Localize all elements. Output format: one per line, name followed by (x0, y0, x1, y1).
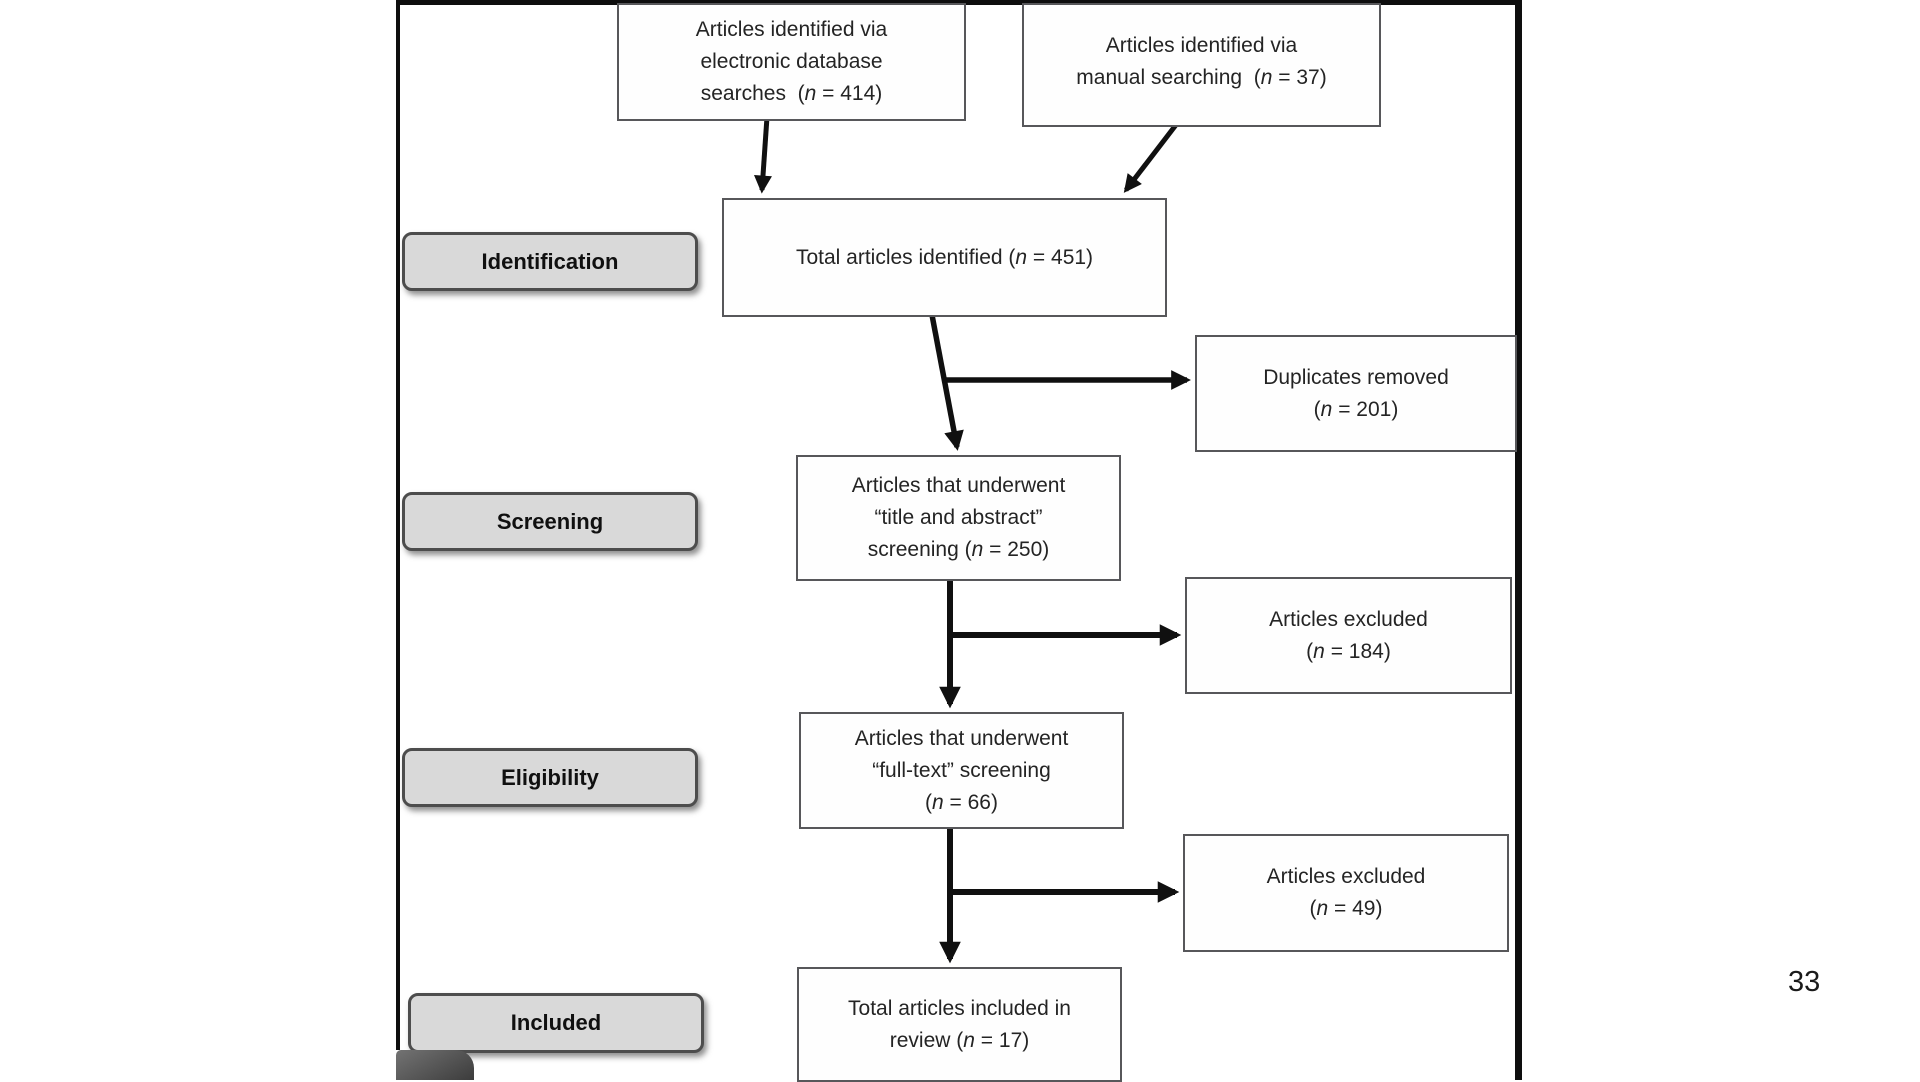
node-fulltext-screening: Articles that underwent “full-text” scree… (799, 712, 1124, 829)
node-title-abstract-screening: Articles that underwent “title and abstra… (796, 455, 1121, 581)
box-text-line: Articles identified via (1105, 34, 1298, 57)
diagram-border-right (1515, 0, 1522, 1080)
box-text-line: Articles identified via (695, 18, 888, 41)
arrow-db-to-total (754, 116, 772, 194)
slide-corner-decoration (396, 1050, 474, 1080)
stage-label-eligibility: Eligibility (402, 748, 698, 807)
box-text-line: Duplicates removed (1263, 365, 1449, 389)
box-text-line: (n = 66) (925, 790, 998, 814)
box-text-line: Total articles included in (848, 996, 1071, 1020)
diagram-border-top (396, 0, 1522, 5)
box-text-line: Articles that underwent (851, 474, 1066, 497)
box-text-line: (n = 201) (1313, 397, 1399, 421)
diagram-border-left (396, 0, 400, 1050)
node-manual-search: Articles identified via manual searching … (1022, 3, 1381, 127)
box-text-line: (n = 49) (1309, 897, 1383, 920)
stage-label-identification: Identification (402, 232, 698, 291)
box-text-line: review (n = 17) (889, 1028, 1030, 1052)
stage-label-included: Included (408, 993, 704, 1053)
arrow-total-to-screening (929, 314, 964, 451)
box-text-line: Articles excluded (1266, 865, 1426, 888)
arrow-manual-to-total (1123, 115, 1184, 193)
box-text-line: electronic database (700, 50, 883, 73)
stage-label-screening: Screening (402, 492, 698, 551)
box-text-line: searches (n = 414) (700, 82, 883, 105)
node-duplicates-removed: Duplicates removed (n = 201) (1195, 335, 1517, 452)
box-text-line: screening (n = 250) (867, 538, 1050, 561)
node-total-identified: Total articles identified (n = 451) (722, 198, 1167, 317)
node-db-search: Articles identified via electronic databa… (617, 3, 966, 121)
box-text-line: Articles excluded (1269, 607, 1428, 631)
node-excluded-184: Articles excluded (n = 184) (1185, 577, 1512, 694)
box-text-line: manual searching (n = 37) (1076, 66, 1327, 89)
box-text-line: “full-text” screening (872, 758, 1051, 782)
box-text-line: (n = 184) (1306, 639, 1391, 663)
page-number: 33 (1788, 966, 1821, 998)
box-text-line: Total articles identified (n = 451) (795, 245, 1094, 269)
node-included-review: Total articles included in review (n = 17… (797, 967, 1122, 1082)
node-excluded-49: Articles excluded (n = 49) (1183, 834, 1509, 952)
box-text-line: “title and abstract” (874, 506, 1043, 529)
box-text-line: Articles that underwent (854, 726, 1069, 750)
